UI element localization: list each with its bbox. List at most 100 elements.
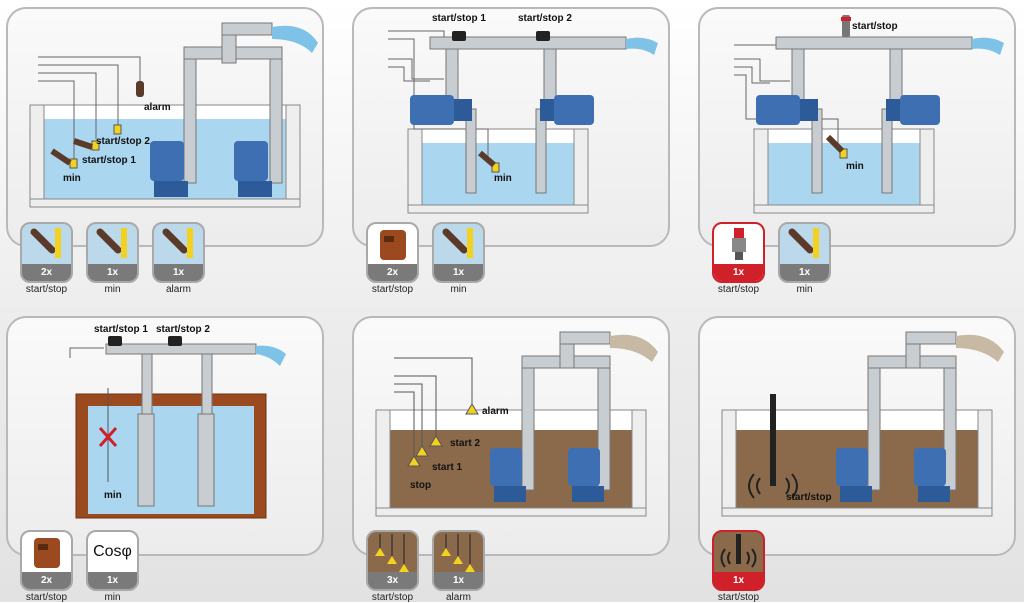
icon-caption: start/stop [25,284,68,295]
panel-2: start/stop 1 start/stop 2 min [352,7,670,247]
label-min: min [104,490,122,501]
label-start-stop-2: start/stop 2 [96,136,150,147]
label-alarm: alarm [144,102,171,113]
pressure-transducer [841,15,851,37]
icon-caption: start/stop [371,284,414,295]
icon-caption: min [104,284,121,295]
float-switch-icon [442,228,473,258]
label-start-stop: start/stop [852,21,898,32]
ultrasonic-sensor-icon [720,534,757,568]
drop-float-icon [375,534,409,572]
pressure-transducer-icon [732,228,746,260]
icon-count: 2x [22,264,71,281]
label-min: min [63,173,81,184]
icon-caption: min [450,284,467,295]
icon-count: 1x [88,264,137,281]
submersible-pump-1 [490,448,526,502]
submersible-pump-2 [914,448,950,502]
float-switch-min [50,148,78,169]
panel-5: alarm start 2 start 1 stop [352,316,670,556]
scene-submersible-clean-water: alarm start/stop 2 start/stop 1 min [29,22,318,208]
icon-card-p5-1[interactable]: 3x start/stop [366,530,419,603]
icon-card-p5-2[interactable]: 1x alarm [432,530,485,603]
float-switch-min [825,134,848,159]
float-switch-icon [162,228,193,258]
ultrasonic-sensor [748,394,798,499]
label-min: min [494,173,512,184]
pressure-switch-2 [536,31,550,41]
pressure-switch-icon [34,538,60,568]
scene-surface-pumps-pressure-switch: start/stop 1 start/stop 2 min [388,13,658,214]
surface-pump-2 [886,95,940,125]
panel-6: start/stop [698,316,1016,556]
scene-borehole-pumps: start/stop 1 start/stop 2 min [69,324,286,519]
drop-float-icon [441,534,475,572]
drop-float-alarm [465,403,479,415]
icon-count: 1x [714,572,763,589]
icon-count: 2x [22,572,71,589]
float-switch-start-stop-2 [113,124,122,135]
submersible-pump-1 [150,141,188,197]
pressure-switch-icon [380,230,406,260]
icon-card-p4-2[interactable]: Cosφ 1x min [86,530,139,603]
label-min: min [846,161,864,172]
icon-card-p1-3[interactable]: 1x alarm [152,222,205,295]
icon-caption: min [104,592,121,603]
label-start-stop-2: start/stop 2 [518,13,572,24]
icon-card-p2-2[interactable]: 1x min [432,222,485,295]
icon-card-p1-1[interactable]: 2x start/stop [20,222,73,295]
icon-count: 3x [368,572,417,589]
scene-sewage-drop-floats: alarm start 2 start 1 stop [375,331,658,517]
icon-card-p2-1[interactable]: 2x start/stop [366,222,419,295]
icon-count: 2x [368,264,417,281]
icon-card-p6-1[interactable]: 1x start/stop [712,530,765,603]
float-switch-icon [788,228,819,258]
submersible-pump-1 [836,448,872,502]
surface-pump-2 [540,95,594,125]
icon-count: 1x [434,264,483,281]
label-start-stop-1: start/stop 1 [82,155,136,166]
icon-card-p3-1[interactable]: 1x start/stop [712,222,765,295]
label-stop: stop [410,480,431,491]
icon-caption: start/stop [25,592,68,603]
icon-card-p1-2[interactable]: 1x min [86,222,139,295]
float-switch-icon [30,228,61,258]
icon-count: 1x [88,572,137,589]
pressure-switch-1 [452,31,466,41]
icon-caption: alarm [445,592,471,603]
pressure-switch-2 [168,336,182,346]
label-start-stop: start/stop [786,492,832,503]
icon-card-p3-2[interactable]: 1x min [778,222,831,295]
float-switch-alarm [136,81,144,97]
icon-caption: start/stop [371,592,414,603]
drop-float-start-1 [415,445,429,457]
float-switch-icon [96,228,127,258]
drop-float-stop [407,455,421,467]
pressure-switch-1 [108,336,122,346]
surface-pump-1 [756,95,818,125]
surface-pump-1 [410,95,472,125]
submersible-pump-2 [568,448,604,502]
icon-card-p4-1[interactable]: 2x start/stop [20,530,73,603]
cos-phi-icon: Cosφ [93,543,132,560]
drop-float-start-2 [429,435,443,447]
crossed-probe-icon [98,388,118,482]
panel-1: alarm start/stop 2 start/stop 1 min [6,7,324,247]
label-start-1: start 1 [432,462,462,473]
icon-caption: alarm [165,284,191,295]
icon-caption: min [796,284,813,295]
label-start-stop-1: start/stop 1 [94,324,148,335]
icon-count: 1x [434,572,483,589]
panel-3: start/stop min [698,7,1016,247]
icon-count: 1x [154,264,203,281]
icon-caption: start/stop [717,284,760,295]
submersible-pump-2 [234,141,272,197]
label-start-stop-2: start/stop 2 [156,324,210,335]
label-start-stop-1: start/stop 1 [432,13,486,24]
label-alarm: alarm [482,406,509,417]
scene-surface-pumps-transducer: start/stop min [734,15,1004,214]
label-start-2: start 2 [450,438,480,449]
icon-caption: start/stop [717,592,760,603]
icon-count: 1x [780,264,829,281]
scene-sewage-ultrasonic: start/stop [721,331,1004,517]
